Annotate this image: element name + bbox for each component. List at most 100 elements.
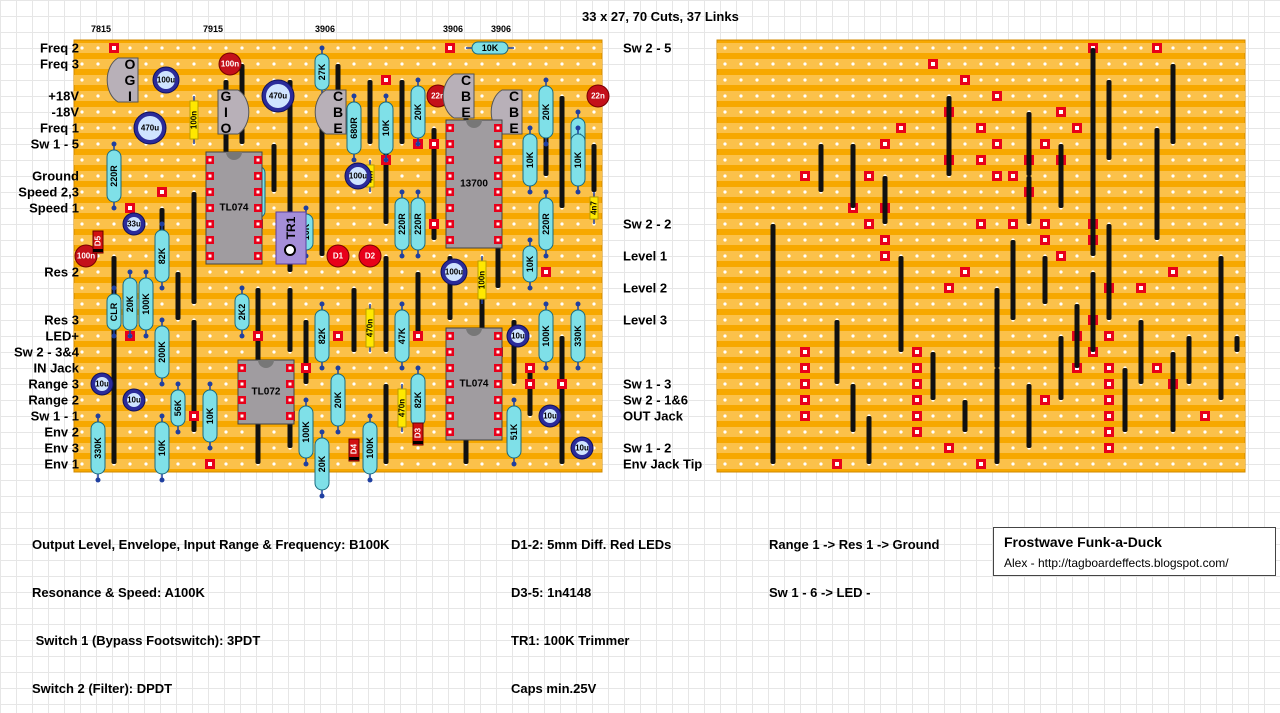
- copper-side-hole: [963, 46, 967, 50]
- copper-side-hole: [1123, 206, 1127, 210]
- copper-side-hole: [963, 222, 967, 226]
- copper-side-hole: [835, 206, 839, 210]
- component-side-hole: [304, 270, 308, 274]
- component-side-hole: [240, 350, 244, 354]
- copper-side-hole: [947, 254, 951, 258]
- component-side-hole: [512, 78, 516, 82]
- strip-cut-hole: [979, 462, 983, 466]
- component-side-hole: [80, 302, 84, 306]
- copper-side-hole: [867, 302, 871, 306]
- board-connection-label: Level 2: [623, 281, 667, 296]
- component-side-hole: [528, 94, 532, 98]
- copper-side-hole: [1235, 254, 1239, 258]
- strip-cut-hole: [947, 286, 951, 290]
- copper-side-hole: [963, 286, 967, 290]
- board-connection-label: Sw 2 - 5: [623, 41, 671, 56]
- component-side-hole: [560, 62, 564, 66]
- resistor-pin: [575, 125, 581, 131]
- component-side-hole: [304, 142, 308, 146]
- ic-pin-hole: [448, 222, 452, 226]
- resistor-label: 47K: [397, 327, 407, 344]
- ic-pin-hole: [448, 334, 452, 338]
- component-side-hole: [304, 62, 308, 66]
- resistor-pin: [159, 413, 165, 419]
- copper-side-hole: [963, 158, 967, 162]
- copper-side-hole: [963, 238, 967, 242]
- component-side-hole: [128, 414, 132, 418]
- strip-cut-hole: [979, 222, 983, 226]
- copper-side-hole: [819, 446, 823, 450]
- resistor-pin: [399, 301, 405, 307]
- copper-side-hole: [1139, 110, 1143, 114]
- wire-link-underside: [930, 352, 936, 400]
- component-side-hole: [304, 174, 308, 178]
- copper-side-hole: [979, 190, 983, 194]
- component-side-hole: [512, 174, 516, 178]
- component-side-hole: [160, 398, 164, 402]
- copper-side-hole: [1091, 462, 1095, 466]
- strip-cut-hole: [979, 158, 983, 162]
- copper-side-hole: [803, 446, 807, 450]
- component-side-hole: [272, 270, 276, 274]
- component-side-hole: [576, 238, 580, 242]
- copper-side-hole: [787, 110, 791, 114]
- component-side-hole: [352, 222, 356, 226]
- component-side-hole: [336, 190, 340, 194]
- copper-side-hole: [723, 334, 727, 338]
- copper-side-hole: [851, 318, 855, 322]
- copper-side-hole: [851, 446, 855, 450]
- wire-link: [399, 80, 405, 144]
- strip-cut-hole: [803, 414, 807, 418]
- copper-side-hole: [899, 110, 903, 114]
- ic-pin-hole: [448, 382, 452, 386]
- copper-side-hole: [755, 206, 759, 210]
- component-side-hole: [96, 350, 100, 354]
- board-connection-label: Sw 1 - 2: [623, 441, 671, 456]
- ic-pin-hole: [496, 350, 500, 354]
- copper-side-hole: [1235, 62, 1239, 66]
- copper-side-hole: [835, 270, 839, 274]
- electrolytic-capacitor-label: 10u: [511, 332, 525, 341]
- wire-link-underside: [1026, 112, 1032, 176]
- copper-side-hole: [963, 462, 967, 466]
- component-side-hole: [368, 222, 372, 226]
- component-side-hole: [144, 158, 148, 162]
- component-side-hole: [576, 254, 580, 258]
- component-side-hole: [176, 46, 180, 50]
- ic-pin-hole: [208, 206, 212, 210]
- trimmer-adjust-screw: [284, 244, 296, 256]
- strip-cut-hole: [915, 350, 919, 354]
- copper-side-hole: [883, 270, 887, 274]
- component-side-hole: [224, 286, 228, 290]
- copper-side-hole: [739, 78, 743, 82]
- diode-cathode-band: [349, 457, 359, 460]
- resistor-label: 10K: [525, 255, 535, 272]
- resistor-label: 100K: [541, 325, 551, 347]
- copper-side-hole: [1139, 238, 1143, 242]
- component-side-hole: [512, 302, 516, 306]
- component-side-hole: [512, 190, 516, 194]
- component-side-hole: [576, 222, 580, 226]
- diode-body: [412, 422, 424, 446]
- copper-side-hole: [1123, 270, 1127, 274]
- copper-side-hole: [931, 430, 935, 434]
- copper-side-hole: [755, 286, 759, 290]
- copper-side-hole: [867, 286, 871, 290]
- wire-link: [559, 96, 565, 208]
- pot-legend: Output Level, Envelope, Input Range & Fr…: [32, 505, 390, 713]
- copper-side-hole: [1011, 190, 1015, 194]
- copper-side-hole: [1235, 414, 1239, 418]
- component-side-hole: [464, 62, 468, 66]
- component-side-hole: [256, 110, 260, 114]
- resistor-label: 100K: [365, 437, 375, 459]
- component-side-hole: [176, 190, 180, 194]
- copper-side-hole: [899, 142, 903, 146]
- component-side-hole: [160, 110, 164, 114]
- copper-side-hole: [915, 462, 919, 466]
- copper-side-hole: [1011, 430, 1015, 434]
- copper-side-hole: [899, 238, 903, 242]
- resistor-body: [538, 85, 554, 139]
- component-side-hole: [192, 462, 196, 466]
- copper-side-hole: [963, 302, 967, 306]
- component-side-hole: [144, 62, 148, 66]
